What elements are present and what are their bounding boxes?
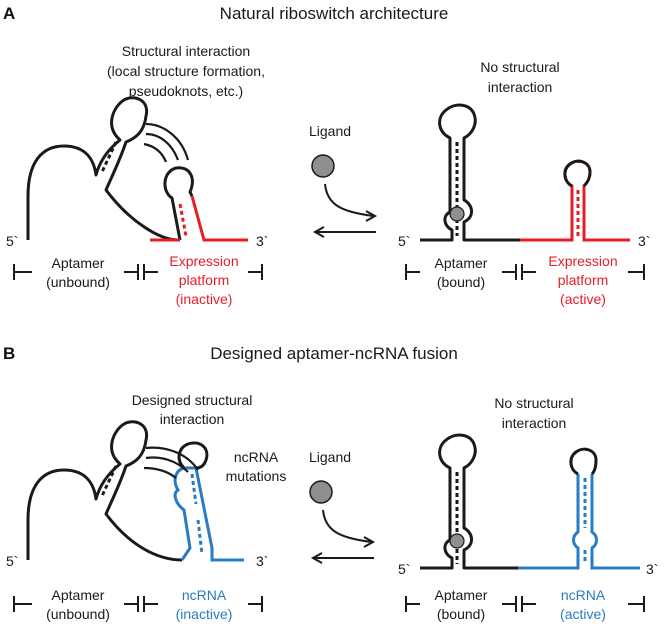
panel-b-bound-aptamer-stem (420, 433, 518, 570)
panel-b-right-three-prime: 3` (646, 561, 658, 577)
panel-b-title: Designed aptamer-ncRNA fusion (210, 344, 458, 363)
panel-a-bound-structure (420, 103, 630, 242)
panel-a-left-platform-label-line2: platform (179, 272, 230, 288)
panel-a-aptamer-stem-pairs (100, 141, 118, 173)
panel-b-left-aptamer-label-line2: (unbound) (46, 606, 110, 622)
panel-b-mutations-note-line2: mutations (226, 468, 287, 484)
panel-a-bound-platform-hairpin-top (563, 159, 592, 188)
panel-b-reverse-arrowhead (310, 552, 323, 564)
panel-b-left-aptamer-label-line1: Aptamer (52, 587, 105, 603)
panel-a-letter: A (3, 4, 15, 23)
panel-a-left-platform-label-line3: (inactive) (176, 291, 233, 307)
panel-a-bound-aptamer-stem (420, 103, 520, 242)
panel-a-interaction-arc-1 (145, 122, 190, 161)
panel-a-right-platform-label-line1: Expression (548, 253, 617, 269)
panel-a: A Natural riboswitch architecture Struct… (3, 4, 650, 307)
panel-b-interaction-note-line1: Designed structural (132, 392, 253, 408)
panel-b-interaction-arc-1 (145, 446, 199, 471)
panel-a-aptamer-backbone (26, 96, 180, 242)
panel-b-right-aptamer-label-line2: (bound) (437, 606, 485, 622)
panel-a-expression-platform-strand (150, 195, 248, 242)
panel-b-bound-structure (420, 433, 640, 570)
panel-b-interaction-arc-3 (143, 466, 177, 479)
panel-a-left-five-prime: 5` (6, 233, 18, 249)
panel-a-interaction-note-line1: Structural interaction (122, 43, 250, 59)
panel-b-bound-ncrna-hairpin-top (569, 447, 598, 476)
panel-a-bound-platform-strand (520, 159, 630, 242)
panel-a-left-three-prime: 3` (256, 233, 268, 249)
panel-a-left-platform-label-line1: Expression (169, 253, 238, 269)
panel-a-title: Natural riboswitch architecture (220, 4, 449, 23)
panel-a-right-platform-label-line2: platform (558, 272, 609, 288)
panel-a-right-three-prime: 3` (638, 233, 650, 249)
panel-a-no-interaction-line2: interaction (488, 79, 553, 95)
panel-b-mutations-note-line1: ncRNA (234, 449, 279, 465)
panel-b-unbound-structure (26, 420, 244, 562)
panel-b-binding-arrowhead (363, 536, 376, 548)
panel-a-binding-arrow (324, 183, 375, 217)
panel-b-right-ncrna-label-line1: ncRNA (561, 587, 606, 603)
panel-a-platform-pairs (178, 203, 188, 237)
panel-b-no-interaction-line1: No structural (494, 395, 573, 411)
panel-b-aptamer-backbone (26, 420, 183, 562)
panel-a-left-platform-bracket (143, 264, 263, 280)
panel-a-right-platform-label-line3: (active) (560, 291, 606, 307)
panel-b: B Designed aptamer-ncRNA fusion Designed… (3, 344, 658, 622)
panel-b-letter: B (3, 344, 15, 363)
panel-b-left-ncrna-bracket (143, 596, 263, 612)
panel-b-ligand-icon (309, 480, 333, 504)
panel-b-ligand-label: Ligand (309, 449, 351, 465)
panel-b-ncrna-pairs (190, 473, 204, 555)
panel-a-bound-ligand-icon (449, 206, 465, 222)
panel-a-interaction-arc-2 (145, 132, 180, 161)
panel-a-interaction-note-line2: (local structure formation, (107, 63, 265, 79)
panel-b-interaction-note-line2: interaction (160, 411, 225, 427)
panel-b-binding-arrow (322, 509, 373, 543)
panel-a-left-aptamer-label-line2: (unbound) (46, 274, 110, 290)
panel-b-no-interaction-line2: interaction (502, 415, 567, 431)
panel-b-left-aptamer-bracket (13, 596, 139, 612)
panel-b-right-ncrna-bracket (521, 596, 645, 612)
panel-a-no-interaction-line1: No structural (480, 59, 559, 75)
panel-b-left-ncrna-label-line1: ncRNA (182, 587, 227, 603)
panel-a-right-aptamer-label-line2: (bound) (437, 274, 485, 290)
panel-a-ligand-icon (311, 154, 335, 178)
panel-a-interaction-note-line3: pseudoknots, etc.) (129, 83, 243, 99)
panel-b-right-aptamer-bracket (405, 596, 517, 612)
panel-a-left-aptamer-label-line1: Aptamer (52, 255, 105, 271)
panel-b-bound-ncrna-strand (518, 474, 640, 570)
panel-b-left-five-prime: 5` (6, 553, 18, 569)
panel-b-bound-ligand-icon (449, 533, 465, 549)
panel-a-binding-arrowhead (365, 210, 378, 222)
panel-a-right-aptamer-label-line1: Aptamer (435, 255, 488, 271)
panel-a-left-aptamer-bracket (13, 264, 139, 280)
panel-b-aptamer-stem-pairs (100, 465, 118, 497)
panel-a-reverse-arrowhead (312, 226, 325, 238)
panel-a-right-five-prime: 5` (398, 233, 410, 249)
panel-b-left-three-prime: 3` (256, 553, 268, 569)
panel-b-right-five-prime: 5` (398, 561, 410, 577)
panel-a-ligand-label: Ligand (309, 123, 351, 139)
panel-a-right-platform-bracket (521, 264, 645, 280)
panel-a-hairpin-left (163, 166, 194, 241)
panel-b-right-ncrna-label-line2: (active) (560, 606, 606, 622)
panel-a-interaction-arc-3 (143, 142, 168, 163)
panel-b-left-ncrna-label-line2: (inactive) (176, 606, 233, 622)
panel-a-right-aptamer-bracket (405, 264, 517, 280)
panel-b-right-aptamer-label-line1: Aptamer (435, 587, 488, 603)
panel-b-interaction-arc-2 (145, 456, 189, 473)
panel-a-unbound-structure (26, 96, 248, 242)
